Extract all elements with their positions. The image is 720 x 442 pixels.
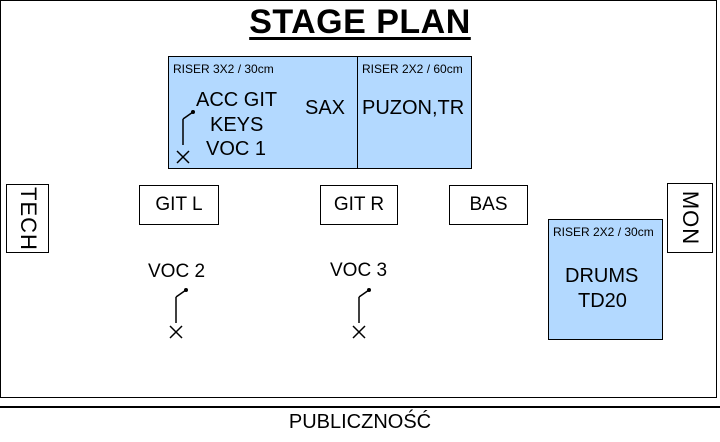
amp-git-l: GIT L: [139, 185, 219, 225]
riser-right-text: PUZON,TR: [362, 97, 465, 119]
tech-box: TECH: [6, 184, 49, 253]
drums-line-2: TD20: [578, 290, 627, 312]
mon-box: MON: [667, 183, 713, 253]
voc3-label: VOC 3: [330, 260, 388, 281]
mic-stand-icon: [169, 288, 188, 339]
riser-right: RISER 2X2 / 60cm PUZON,TR: [357, 56, 472, 169]
mic-stand-icon: [176, 110, 195, 164]
riser-left-label: RISER 3X2 / 30cm: [173, 62, 274, 76]
riser-drums: RISER 2X2 / 30cm DRUMS TD20: [548, 219, 663, 340]
mic-stand-icon: [352, 288, 371, 339]
amp-git-r: GIT R: [320, 185, 398, 225]
riser-left-line-2: KEYS: [210, 114, 264, 136]
stage-edge-line: [0, 406, 720, 408]
drums-line-1: DRUMS: [565, 265, 639, 287]
mon-label: MON: [678, 190, 704, 246]
stage-area: [0, 0, 717, 398]
page-title: STAGE PLAN: [249, 3, 471, 41]
riser-left-sax: SAX: [305, 97, 346, 119]
riser-drums-label: RISER 2X2 / 30cm: [553, 225, 654, 239]
tech-label: TECH: [15, 186, 41, 251]
riser-left-line-3: VOC 1: [206, 138, 267, 160]
voc2-label: VOC 2: [148, 261, 206, 282]
audience-label: PUBLICZNOŚĆ: [288, 411, 432, 433]
riser-right-label: RISER 2X2 / 60cm: [362, 62, 463, 76]
riser-left: RISER 3X2 / 30cm ACC GIT KEYS VOC 1 SAX: [168, 56, 358, 169]
riser-left-line-1: ACC GIT: [196, 89, 278, 111]
amp-bas: BAS: [449, 185, 528, 225]
